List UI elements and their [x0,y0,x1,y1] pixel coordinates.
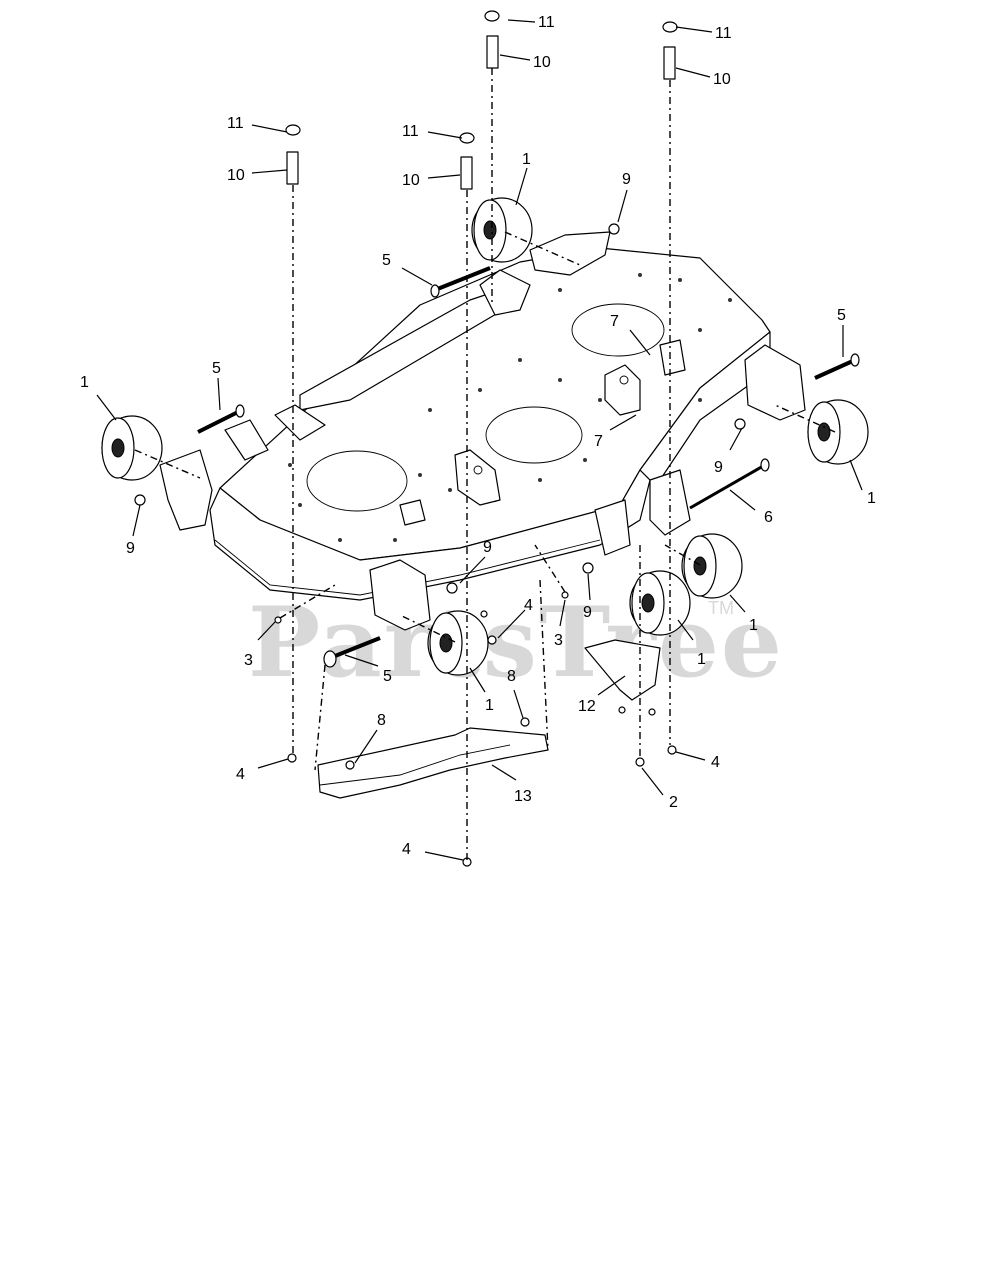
callout-7-lower: 7 [594,433,603,450]
callout-11-left: 11 [227,115,244,132]
callout-5-rear: 5 [382,252,391,269]
right-caster-bracket [649,469,691,536]
callout-10-top: 10 [533,54,551,71]
bracket-12 [584,639,661,701]
callout-3-right: 3 [554,632,563,649]
callout-1-rear: 1 [522,151,531,168]
leader-lines [96,19,863,861]
callout-5-right: 5 [837,307,846,324]
wheel-right-front-upper [681,533,743,599]
assembly-centerlines [134,68,836,860]
blade-opening-right [571,303,665,357]
wheel-right-rear [807,399,869,465]
callout-10-right: 10 [713,71,731,88]
callout-9-rear: 9 [622,171,631,188]
callout-2: 2 [669,794,678,811]
mower-deck [209,231,771,601]
callout-4-center: 4 [524,597,533,614]
callout-1-front-right-lower: 1 [697,651,706,668]
callout-1-front: 1 [485,697,494,714]
watermark-text: PartsTree [248,586,784,699]
callout-5-left: 5 [212,360,221,377]
callout-1-front-right: 1 [749,617,758,634]
nuts-9 [134,223,746,594]
callout-5-front: 5 [383,668,392,685]
callout-4-right: 4 [711,754,720,771]
wheel-bolts [197,266,860,668]
wheel-right-front-lower [629,570,691,636]
small-hardware [274,591,677,867]
callout-1-right: 1 [867,490,876,507]
front-center-caster-bracket [369,559,431,631]
deflector-13 [317,727,549,799]
front-right-caster-bracket [594,499,631,556]
callout-11-top: 11 [538,14,555,31]
callout-8-right: 8 [507,668,516,685]
callout-3-left: 3 [244,652,253,669]
wheel-front-center [427,610,489,676]
callout-8-left: 8 [377,712,386,729]
callout-4-bottom: 4 [402,841,411,858]
left-caster-bracket [159,449,213,531]
callout-9-front: 9 [483,539,492,556]
callout-9-right: 9 [714,459,723,476]
callout-4-left: 4 [236,766,245,783]
callout-6: 6 [764,509,773,526]
wheel-rear-center [471,197,533,263]
callout-1-left: 1 [80,374,89,391]
callout-10-left: 10 [227,167,245,184]
callout-9-left: 9 [126,540,135,557]
watermark: PartsTree TM [248,586,784,699]
right-rear-caster-bracket [744,344,806,421]
callout-13: 13 [514,788,532,805]
callout-10-center: 10 [402,172,420,189]
callout-11-right: 11 [715,25,732,42]
blade-opening-left [306,450,408,512]
callout-11-center: 11 [402,123,419,140]
watermark-trademark: TM [708,598,734,618]
callout-9-front-right: 9 [583,604,592,621]
wheel-left [101,415,163,481]
callout-12: 12 [578,698,596,715]
callout-labels: 11 10 11 10 11 10 11 10 1 9 5 1 5 5 7 7 … [80,14,876,858]
blade-opening-center [485,406,583,464]
spacers-and-caps [285,10,678,190]
callout-7-upper: 7 [610,313,619,330]
